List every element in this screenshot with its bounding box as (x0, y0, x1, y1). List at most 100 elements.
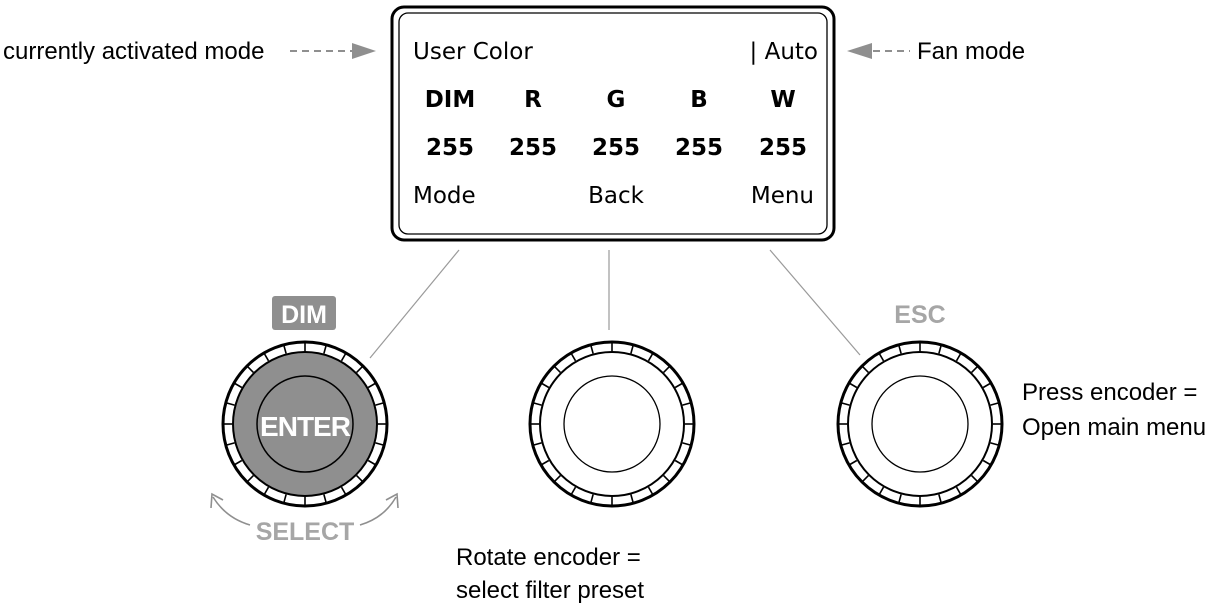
knurl-tick (982, 459, 991, 466)
knurl-tick (554, 366, 561, 373)
lcd-display: User Color | Auto DIM R G B W 255 255 25… (390, 5, 836, 242)
knurl-tick (990, 402, 999, 406)
knurl-tick (283, 345, 287, 354)
knurl-tick (356, 475, 363, 482)
lcd-channel-value-g: 255 (592, 135, 640, 161)
knurl-tick (674, 459, 683, 466)
knurl-tick (226, 442, 235, 446)
knurl-tick (990, 442, 999, 446)
softkey-back-label: Back (588, 183, 645, 209)
knurl-tick (367, 382, 376, 389)
esc-encoder[interactable]: ESC (836, 301, 1004, 508)
knurl-tick (878, 353, 885, 362)
knurl-tick (367, 459, 376, 466)
knurl-tick (663, 366, 670, 373)
knurl-tick (938, 494, 942, 503)
select-arrow-right-icon (359, 496, 397, 526)
softkey-menu-label: Menu (751, 183, 814, 209)
knurl-tick (647, 353, 654, 362)
knurl-tick (247, 475, 254, 482)
callout-fan-mode-text: Fan mode (917, 38, 1025, 65)
knurl-tick (849, 459, 858, 466)
lcd-frame-inner (398, 12, 828, 235)
knurl-tick (971, 475, 978, 482)
select-label: SELECT (256, 518, 355, 546)
knurl-tick (340, 486, 347, 495)
knurl-tick (682, 402, 691, 406)
lcd-channel-value-w: 255 (759, 135, 807, 161)
knurl-tick (283, 494, 287, 503)
lcd-fan-indicator: | Auto (750, 39, 818, 65)
knurl-tick (862, 475, 869, 482)
knurl-tick (356, 366, 363, 373)
knurl-tick (570, 353, 577, 362)
callout-current-mode-text: currently activated mode (3, 38, 264, 65)
callout-fan-mode-arrowhead (847, 43, 872, 59)
lcd-channel-label-dim: DIM (425, 87, 476, 113)
softkey-mode-label: Mode (413, 183, 476, 209)
knurl-tick (682, 442, 691, 446)
dim-badge (272, 296, 336, 330)
press-encoder-text-line2: Open main menu (1022, 414, 1206, 441)
callout-current-mode-arrowhead (352, 43, 376, 59)
knurl-tick (663, 475, 670, 482)
esc-encoder-knurling (839, 343, 1001, 505)
callout-fan-mode: Fan mode (847, 38, 1025, 65)
knurl-tick (982, 382, 991, 389)
knurl-tick (340, 353, 347, 362)
leader-line-right (769, 249, 861, 356)
knurl-tick (541, 459, 550, 466)
knurl-tick (862, 366, 869, 373)
filter-encoder-center (563, 375, 661, 473)
esc-encoder-center (871, 375, 969, 473)
knurl-tick (541, 382, 550, 389)
lcd-channel-label-w: W (770, 87, 795, 113)
knurl-tick (590, 345, 594, 354)
knurl-tick (570, 486, 577, 495)
press-encoder-text-line1: Press encoder = (1022, 379, 1197, 406)
lcd-channel-label-r: R (524, 87, 542, 113)
knurl-tick (647, 486, 654, 495)
lcd-mode-name: User Color (413, 39, 533, 65)
knurl-tick (674, 382, 683, 389)
knurl-tick (898, 345, 902, 354)
knurl-tick (533, 402, 542, 406)
knurl-tick (375, 402, 384, 406)
dim-badge-label: DIM (281, 301, 327, 329)
enter-encoder[interactable]: DIM ENTER SELECT (210, 296, 399, 546)
leader-line-left (369, 249, 460, 359)
filter-encoder-knurling (531, 343, 693, 505)
knurl-tick (226, 402, 235, 406)
knurl-tick (630, 494, 634, 503)
filter-preset-encoder[interactable] (528, 340, 696, 508)
knurl-tick (247, 366, 254, 373)
knurl-tick (878, 486, 885, 495)
knurl-tick (234, 382, 243, 389)
knurl-tick (841, 442, 850, 446)
knurl-tick (234, 459, 243, 466)
lcd-channel-value-dim: 255 (426, 135, 474, 161)
lcd-frame-outer (390, 5, 836, 242)
knurl-tick (554, 475, 561, 482)
rotate-encoder-text-line2: select filter preset (456, 577, 644, 604)
knurl-tick (955, 353, 962, 362)
select-arrow-right-head (385, 492, 399, 509)
select-arrow-left-head (210, 492, 224, 509)
lcd-channel-label-g: G (607, 87, 626, 113)
lcd-channel-value-b: 255 (675, 135, 723, 161)
enter-label: ENTER (260, 411, 351, 442)
esc-label: ESC (894, 301, 945, 329)
knurl-tick (955, 486, 962, 495)
knurl-tick (630, 345, 634, 354)
knurl-tick (533, 442, 542, 446)
knurl-tick (971, 366, 978, 373)
knurl-tick (323, 494, 327, 503)
enter-encoder-knurling (224, 343, 386, 505)
enter-encoder-center (256, 375, 354, 473)
callout-current-mode: currently activated mode (3, 38, 376, 65)
knurl-tick (849, 382, 858, 389)
knurl-tick (323, 345, 327, 354)
knurl-tick (263, 486, 270, 495)
lcd-channel-value-r: 255 (509, 135, 557, 161)
